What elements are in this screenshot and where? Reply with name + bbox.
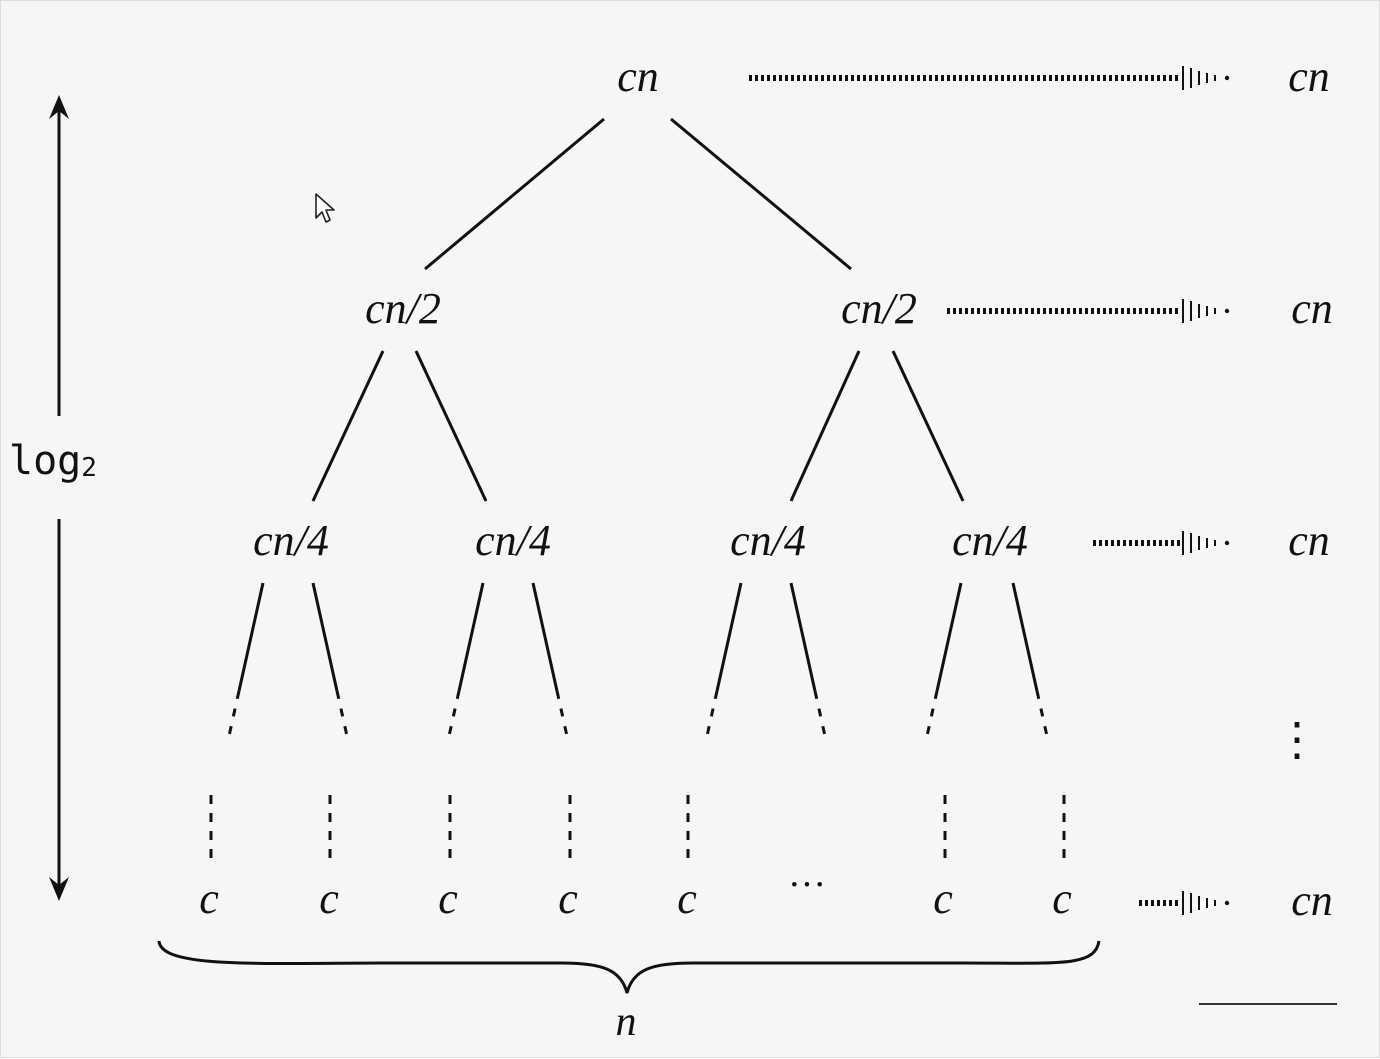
edge-l2c-right	[789, 582, 817, 692]
arrow-right-icon	[1182, 66, 1230, 90]
edge-l1b-left	[789, 350, 861, 502]
edge-l2b-left	[457, 582, 485, 692]
height-arrow	[49, 95, 69, 901]
leaf-node: c	[933, 874, 953, 923]
root-node: cn	[617, 52, 659, 101]
arrow-right-icon	[1182, 299, 1230, 323]
level-sum: cn	[1288, 52, 1330, 101]
level2-node: cn/4	[952, 516, 1028, 565]
edge-l1a-right	[414, 350, 488, 502]
height-arrow-up-head	[49, 95, 69, 119]
edge-root-left	[424, 117, 605, 271]
leaf-node: c	[319, 874, 339, 923]
arrow-right-icon	[1182, 891, 1230, 915]
tree-edges	[227, 117, 1049, 737]
mouse-pointer-icon	[315, 193, 335, 223]
edge-l2a-left	[237, 582, 265, 692]
edge-l2a-right-dashed	[335, 690, 349, 737]
width-label: n	[616, 999, 637, 1045]
height-arrow-down-head	[49, 877, 69, 901]
edge-l2b-left-dashed	[447, 690, 461, 737]
leaf-node: c	[199, 874, 219, 923]
edge-l2d-right-dashed	[1035, 690, 1049, 737]
leaf-connectors	[209, 795, 1066, 861]
edge-l2c-left	[715, 582, 743, 692]
level2-node: cn/4	[475, 516, 551, 565]
edge-l2d-left-dashed	[925, 690, 939, 737]
height-label-text: log	[9, 438, 82, 484]
edge-l1a-left	[311, 350, 385, 502]
leaf-node: c	[438, 874, 458, 923]
level-sum: cn	[1291, 876, 1333, 925]
level1-node: cn/2	[365, 284, 441, 333]
edge-l2a-left-dashed	[227, 690, 241, 737]
level1-node: cn/2	[841, 284, 917, 333]
leaf-node: c	[677, 874, 697, 923]
edge-l2b-right-dashed	[555, 690, 569, 737]
level2-node: cn/4	[730, 516, 806, 565]
edge-root-right	[670, 117, 852, 271]
width-brace	[157, 940, 1101, 994]
edge-l2c-right-dashed	[813, 690, 827, 737]
edge-l1b-right	[891, 350, 965, 502]
height-label: log2	[9, 437, 97, 492]
height-label-subscript: 2	[81, 453, 97, 483]
edge-l2c-left-dashed	[705, 690, 719, 737]
leaf-node: c	[558, 874, 578, 923]
edge-l2a-right	[311, 582, 339, 692]
level-sum: cn	[1288, 516, 1330, 565]
edge-l2b-right	[531, 582, 559, 692]
arrow-right-icon	[1182, 531, 1230, 555]
level-sum-arrows	[749, 75, 1181, 906]
level2-node: cn/4	[253, 516, 329, 565]
sum-arrow-heads	[1182, 66, 1230, 915]
sum-vertical-ellipsis: ⋮	[1274, 714, 1320, 765]
edge-l2d-right	[1011, 582, 1039, 692]
edge-l2d-left	[935, 582, 963, 692]
level-sum: cn	[1291, 284, 1333, 333]
leaf-ellipsis: ···	[788, 864, 826, 906]
leaf-node: c	[1052, 874, 1072, 923]
